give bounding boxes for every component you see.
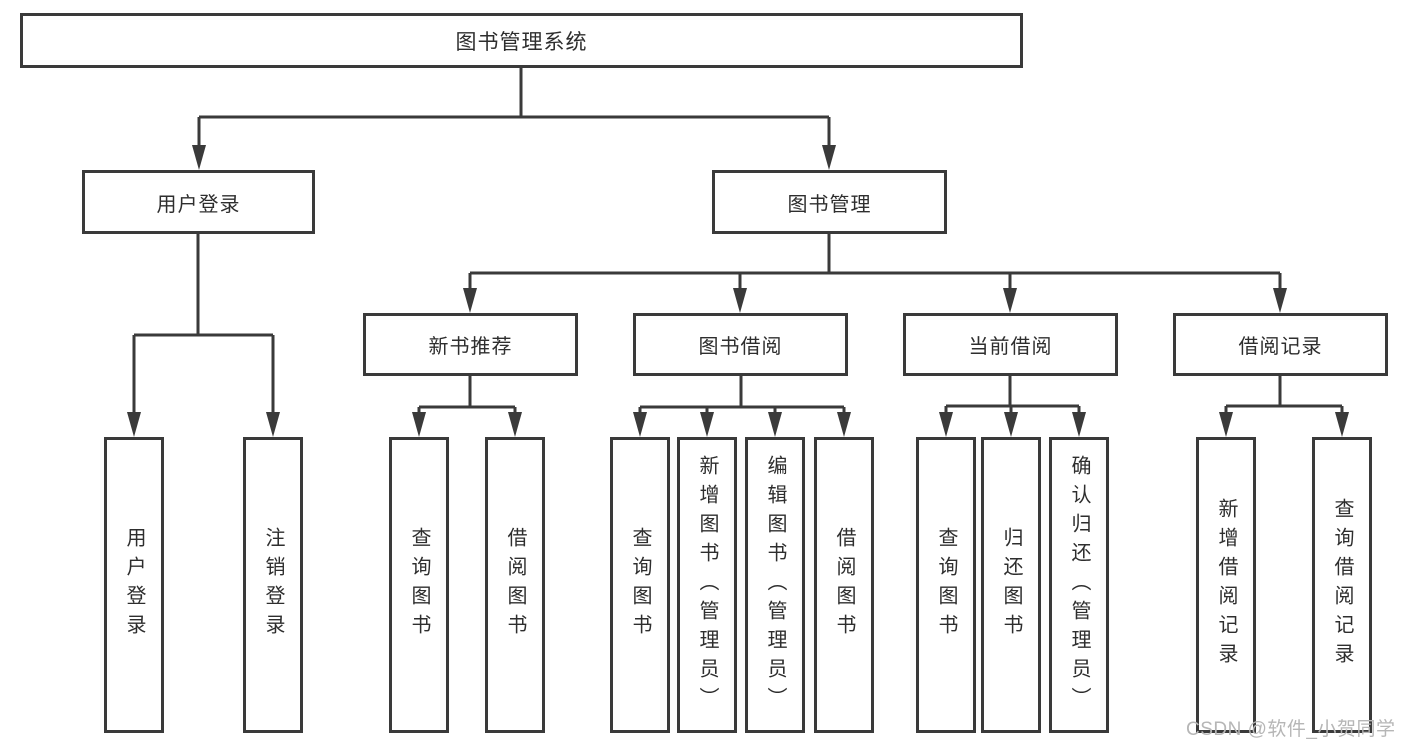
connector-user-login <box>132 234 275 415</box>
node-current-borrowing: 当前借阅 <box>903 313 1118 376</box>
node-user-login-branch: 用户登录 <box>82 170 315 234</box>
connector-borrow-records <box>1224 376 1344 415</box>
node-leaf-query-books-1-label: 查询图书 <box>408 527 430 643</box>
node-current-borrowing-label: 当前借阅 <box>968 336 1053 358</box>
node-leaf-query-books-3-label: 查询图书 <box>935 527 957 643</box>
node-new-book-recommendation: 新书推荐 <box>363 313 578 376</box>
node-leaf-edit-books-admin: 编辑图书（管理员） <box>745 437 805 733</box>
node-leaf-user-login: 用户登录 <box>104 437 164 733</box>
node-leaf-add-borrow-record-label: 新增借阅记录 <box>1215 498 1237 672</box>
node-leaf-borrow-books-1-label: 借阅图书 <box>504 527 526 643</box>
node-book-borrowing-label: 图书借阅 <box>698 336 783 358</box>
node-book-borrowing: 图书借阅 <box>633 313 848 376</box>
arrowheads <box>127 145 1349 437</box>
node-leaf-logout-label: 注销登录 <box>262 527 284 643</box>
node-leaf-return-books: 归还图书 <box>981 437 1041 733</box>
connector-new-book <box>417 376 517 415</box>
connector-book-mgmt <box>468 234 1282 291</box>
node-leaf-confirm-return-admin-label: 确认归还（管理员） <box>1068 454 1090 716</box>
connector-current-borrow <box>944 376 1081 415</box>
node-leaf-borrow-books-2-label: 借阅图书 <box>833 527 855 643</box>
node-leaf-query-borrow-record: 查询借阅记录 <box>1312 437 1372 733</box>
node-leaf-logout: 注销登录 <box>243 437 303 733</box>
node-new-book-recommendation-label: 新书推荐 <box>428 336 513 358</box>
node-book-management: 图书管理 <box>712 170 947 234</box>
node-leaf-add-books-admin: 新增图书（管理员） <box>677 437 737 733</box>
csdn-watermark: CSDN @软件_小贺同学 <box>1186 719 1396 740</box>
node-user-login-branch-label: 用户登录 <box>156 193 241 216</box>
node-leaf-query-books-2-label: 查询图书 <box>629 527 651 643</box>
node-leaf-borrow-books-2: 借阅图书 <box>814 437 874 733</box>
node-leaf-user-login-label: 用户登录 <box>123 527 145 643</box>
node-borrowing-records-label: 借阅记录 <box>1238 336 1323 358</box>
connector-book-borrow <box>638 376 846 415</box>
node-book-management-label: 图书管理 <box>787 193 872 216</box>
node-leaf-confirm-return-admin: 确认归还（管理员） <box>1049 437 1109 733</box>
node-root-label: 图书管理系统 <box>455 30 588 54</box>
node-borrowing-records: 借阅记录 <box>1173 313 1388 376</box>
connector-root <box>197 68 831 147</box>
node-leaf-query-books-2: 查询图书 <box>610 437 670 733</box>
node-leaf-add-books-admin-label: 新增图书（管理员） <box>696 454 718 716</box>
node-leaf-edit-books-admin-label: 编辑图书（管理员） <box>764 454 786 716</box>
node-leaf-query-books-3: 查询图书 <box>916 437 976 733</box>
node-leaf-return-books-label: 归还图书 <box>1000 527 1022 643</box>
node-leaf-borrow-books-1: 借阅图书 <box>485 437 545 733</box>
node-leaf-query-borrow-record-label: 查询借阅记录 <box>1331 498 1353 672</box>
node-leaf-add-borrow-record: 新增借阅记录 <box>1196 437 1256 733</box>
node-leaf-query-books-1: 查询图书 <box>389 437 449 733</box>
node-root: 图书管理系统 <box>20 13 1023 68</box>
